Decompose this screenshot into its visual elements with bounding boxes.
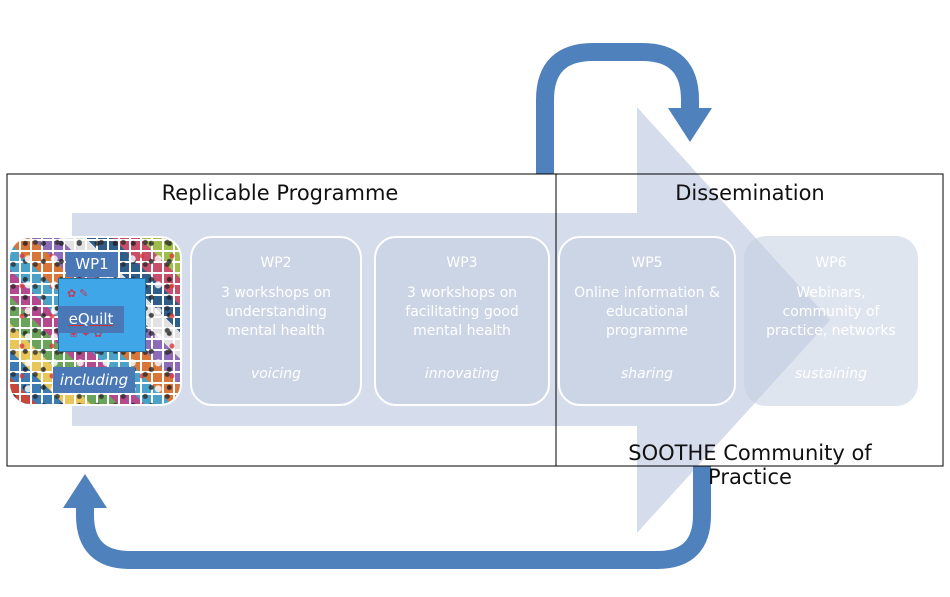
wp5-desc-line-3: programme [605, 323, 688, 339]
wp2-desc-line-2: understanding [225, 304, 327, 320]
wp2-title: WP2 [260, 255, 292, 271]
wp3-card: WP3 3 workshops on facilitating good men… [374, 236, 550, 406]
wp5-tag: sharing [620, 366, 674, 382]
wp3-desc-line-1: 3 workshops on [406, 285, 518, 301]
wp1-label: WP1 [66, 252, 118, 277]
wp5-title: WP5 [631, 255, 663, 271]
wp6-card: WP6 Webinars, community of practice, net… [744, 236, 918, 406]
bottom-loop-arrowhead [63, 474, 107, 508]
wp3-desc-line-2: facilitating good [405, 304, 519, 320]
wp2-description: 3 workshops on understanding mental heal… [192, 284, 360, 341]
wp1-including-label: including [53, 367, 135, 393]
wp5-desc-line-1: Online information & [574, 285, 720, 301]
wp2-card: WP2 3 workshops on understanding mental … [190, 236, 362, 406]
dissemination-frame [555, 173, 944, 467]
wp1-equilt-label: eQuilt [58, 306, 124, 333]
wp3-title: WP3 [446, 255, 478, 271]
wp2-desc-line-3: mental health [227, 323, 325, 339]
wp6-title: WP6 [815, 255, 847, 271]
wp3-tag: innovating [424, 366, 500, 382]
bottom-loop-arrow [76, 466, 711, 569]
top-loop-arrowhead [668, 108, 712, 142]
top-loop-arrow [536, 43, 699, 174]
wp6-desc-line-1: Webinars, [796, 285, 866, 301]
replicable-programme-title: Replicable Programme [161, 181, 399, 205]
wp6-tag: sustaining [795, 366, 867, 382]
wp2-desc-line-1: 3 workshops on [220, 285, 332, 301]
wp3-desc-line-3: mental health [413, 323, 511, 339]
wp5-description: Online information & educational program… [560, 284, 734, 341]
wp5-card: WP5 Online information & educational pro… [558, 236, 736, 406]
wp5-desc-line-2: educational [606, 304, 688, 320]
wp6-description: Webinars, community of practice, network… [746, 284, 916, 341]
wp3-description: 3 workshops on facilitating good mental … [376, 284, 548, 341]
wp2-tag: voicing [250, 366, 302, 382]
dissemination-title: Dissemination [675, 181, 825, 205]
wp6-desc-line-2: community of [782, 304, 880, 320]
community-of-practice-title: SOOTHE Community of Practice [628, 441, 872, 489]
wp6-desc-line-3: practice, networks [766, 323, 896, 339]
quilt-scribble-1: ✿ ✎ [67, 288, 89, 300]
